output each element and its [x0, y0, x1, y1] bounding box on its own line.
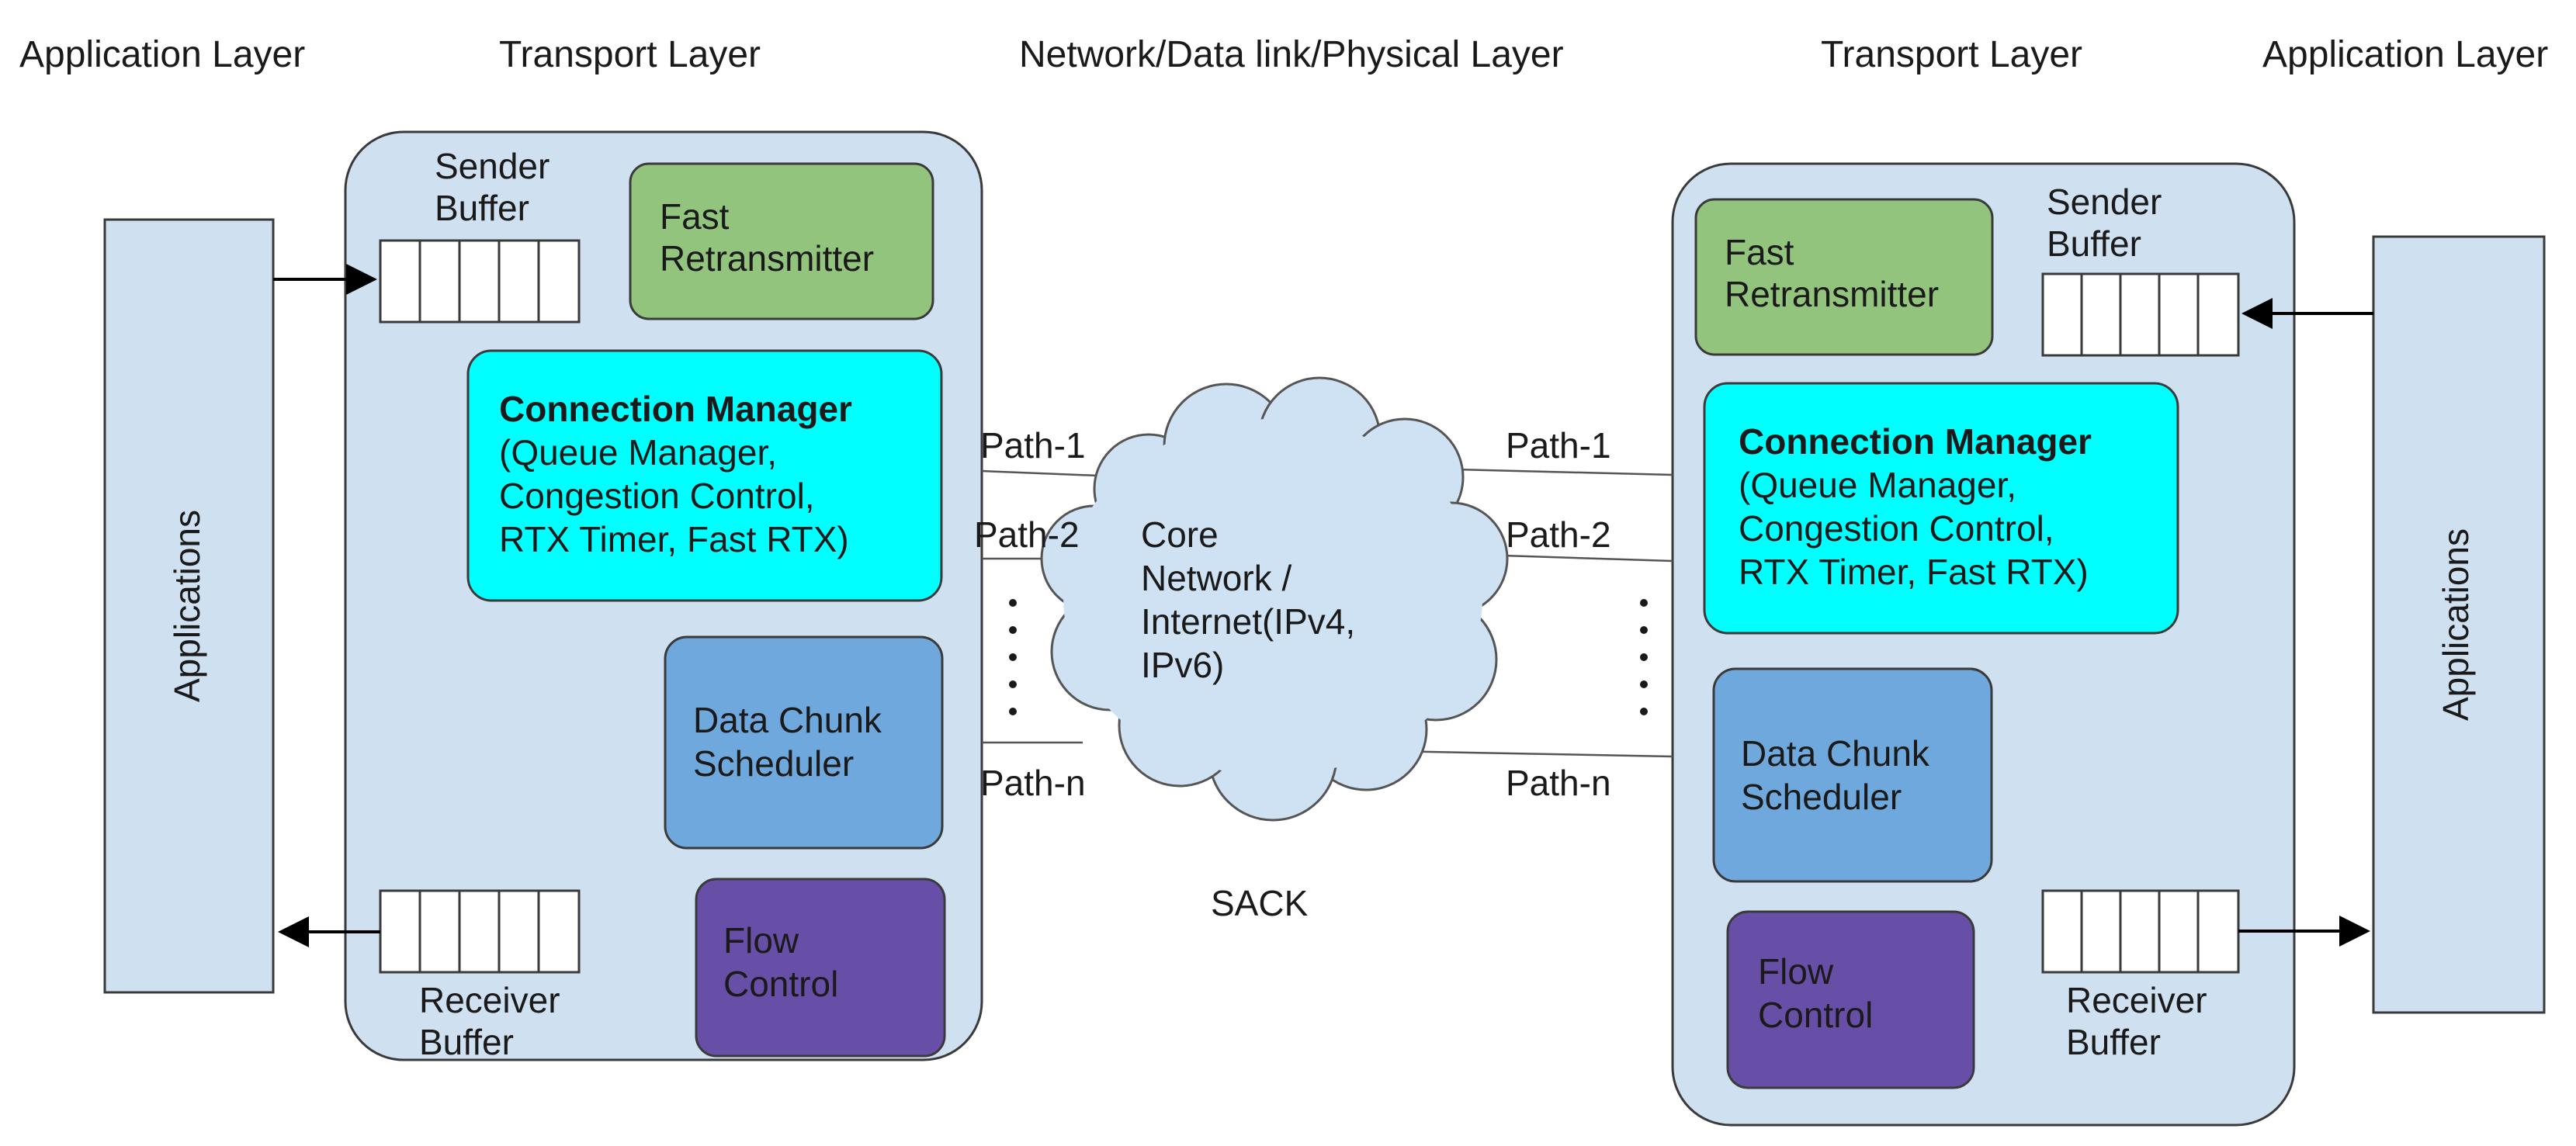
connection-manager-box-right [1703, 382, 2179, 635]
fast-retransmitter-label-right: Fast Retransmitter [1725, 232, 1939, 314]
sender-buffer-label-left: Sender Buffer [435, 146, 560, 228]
applications-box-left: Applications [103, 218, 275, 994]
path-n-label-right: Path-n [1506, 763, 1611, 803]
sender-buffer-label-right: Sender Buffer [2047, 182, 2172, 264]
applications-label-right: Applications [2436, 528, 2476, 721]
connection-manager-box-left [466, 349, 943, 602]
path-1-label-left: Path-1 [980, 425, 1086, 466]
receiver-buffer-queue-left [379, 889, 581, 974]
header-network-layer: Network/Data link/Physical Layer [1019, 34, 1564, 75]
path-2-label-right: Path-2 [1506, 514, 1611, 555]
data-chunk-scheduler-label-right: Data Chunk Scheduler [1741, 733, 1940, 817]
fast-retransmitter-label-left: Fast Retransmitter [660, 196, 874, 279]
receiver-buffer-label-left: Receiver Buffer [419, 980, 570, 1062]
flow-control-box-right [1726, 910, 1975, 1089]
header-application-layer-right: Application Layer [2262, 34, 2548, 75]
sender-buffer-queue-right [2041, 272, 2240, 357]
core-network-cloud [1040, 376, 1509, 822]
receiver-buffer-queue-right [2041, 889, 2240, 974]
flow-control-box-left [695, 878, 946, 1058]
sender-buffer-queue-left [379, 239, 581, 324]
receiver-buffer-label-right: Receiver Buffer [2066, 980, 2217, 1062]
header-transport-layer-left: Transport Layer [499, 34, 761, 75]
fast-retransmitter-box-right [1694, 198, 1994, 356]
flow-control-label-right: Flow Control [1758, 951, 1873, 1035]
sack-label: SACK [1211, 883, 1309, 923]
connection-manager-text-left: Connection Manager (Queue Manager, Conge… [499, 389, 862, 559]
path-n-label-left: Path-n [980, 763, 1086, 803]
flow-control-label-left: Flow Control [723, 920, 838, 1004]
applications-box-right: Applications [2372, 235, 2546, 1014]
fast-retransmitter-box-left [629, 162, 934, 320]
path-ellipsis-left [1009, 599, 1017, 715]
header-application-layer-left: Application Layer [19, 34, 305, 75]
data-chunk-scheduler-label-left: Data Chunk Scheduler [693, 700, 892, 784]
applications-label-left: Applications [167, 510, 207, 702]
cloud-label: Core Network / Internet(IPv4, IPv6) [1141, 514, 1365, 685]
data-chunk-scheduler-box-left [664, 635, 944, 850]
path-1-label-right: Path-1 [1506, 425, 1611, 466]
header-transport-layer-right: Transport Layer [1821, 34, 2082, 75]
path-2-label-left: Path-2 [974, 514, 1080, 555]
data-chunk-scheduler-box-right [1712, 667, 1993, 883]
path-ellipsis-right [1640, 599, 1648, 715]
connection-manager-text-right: Connection Manager (Queue Manager, Conge… [1739, 421, 2102, 592]
